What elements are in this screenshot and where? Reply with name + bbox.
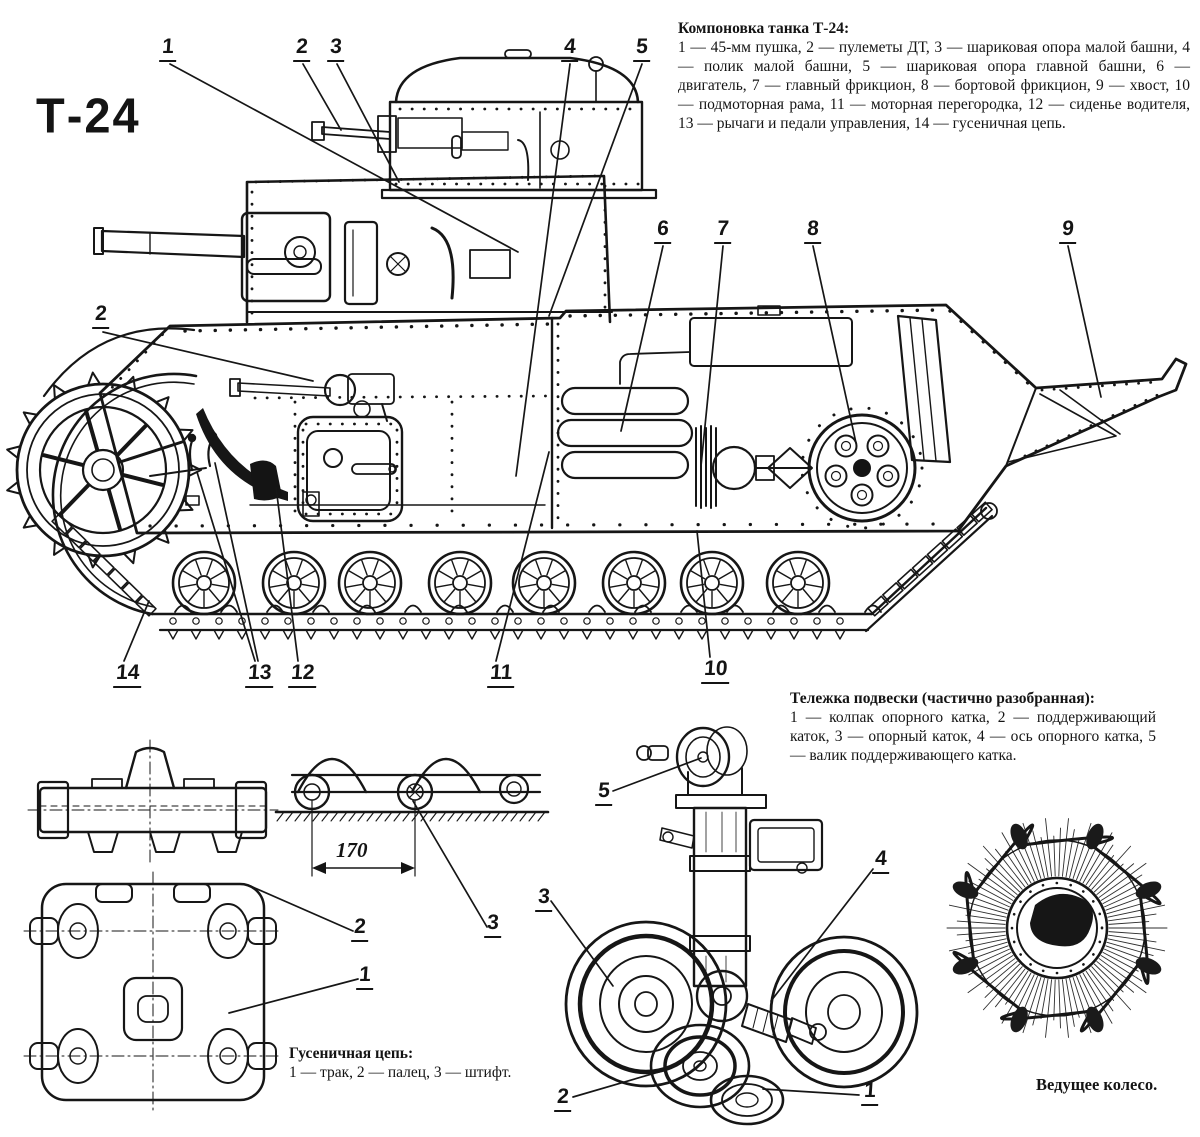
callout-main-6: 6 [654, 217, 673, 244]
callout-main-9: 9 [1059, 217, 1078, 244]
bogie-legend-body: 1 — колпак опорного катка, 2 — поддержив… [790, 708, 1156, 764]
callout-bogie-5: 5 [595, 779, 614, 806]
side-clutch [800, 406, 924, 530]
leader-lines [102, 63, 1102, 1098]
callout-main-12: 12 [288, 661, 319, 688]
callout-main-1: 1 [159, 35, 178, 62]
callout-track-1: 1 [356, 963, 375, 990]
callout-main-11: 11 [487, 661, 517, 688]
drive-wheel-3d [946, 818, 1168, 1038]
hull-mg [229, 373, 395, 422]
track-legend: Гусеничная цепь: 1 — трак, 2 — палец, 3 … [289, 1045, 532, 1083]
suspension-bogie [564, 726, 919, 1126]
callout-track-3: 3 [484, 911, 503, 938]
callout-main-2: 2 [293, 35, 312, 62]
callout-main-7: 7 [714, 217, 733, 244]
control-levers [185, 431, 546, 506]
layout-legend-title: Компоновка танка Т-24: [678, 20, 850, 37]
side-hatch [296, 415, 404, 523]
bogie-legend: Тележка подвески (частично разобранная):… [790, 690, 1156, 766]
engine-bulkhead [550, 316, 560, 530]
radiator [896, 314, 952, 464]
callout-bogie-3: 3 [535, 885, 554, 912]
track-legend-body: 1 — трак, 2 — палец, 3 — штифт. [289, 1063, 512, 1081]
track [51, 372, 998, 640]
callout-main-14: 14 [113, 661, 144, 688]
turret-mg [311, 115, 397, 153]
main-clutch [695, 425, 813, 509]
dimension-arrows [311, 799, 416, 877]
track-top-view [23, 871, 283, 1113]
page-title: Т-24 [36, 87, 141, 144]
callout-bogie-4: 4 [872, 847, 891, 874]
callout-main-5: 5 [633, 35, 652, 62]
callout-main-10: 10 [701, 657, 732, 684]
callout-main-13: 13 [245, 661, 276, 688]
callout-bogie-1: 1 [861, 1079, 880, 1106]
tail-skid [1005, 380, 1164, 467]
bogie-legend-title: Тележка подвески (частично разобранная): [790, 690, 1095, 707]
road-wheels [171, 550, 831, 616]
layout-legend-body: 1 — 45-мм пушка, 2 — пулеметы ДТ, 3 — ша… [678, 38, 1190, 132]
track-legend-title: Гусеничная цепь: [289, 1045, 414, 1062]
small-turret [380, 49, 658, 200]
callout-track-2: 2 [351, 915, 370, 942]
callout-main-4: 4 [561, 35, 580, 62]
engine [556, 305, 853, 480]
callout-bogie-2: 2 [554, 1085, 573, 1112]
track-pitch-dimension: 170 [336, 838, 368, 862]
tank-side-view [6, 49, 1188, 640]
drive-wheel-caption: Ведущее колесо. [1036, 1075, 1158, 1094]
layout-legend: Компоновка танка Т-24: 1 — 45-мм пушка, … [678, 20, 1190, 133]
main-gun [93, 211, 332, 303]
track-end-view [27, 739, 279, 863]
callout-main-8: 8 [804, 217, 823, 244]
callout-main-2: 2 [92, 302, 111, 329]
callout-main-3: 3 [327, 35, 346, 62]
driver-seat [250, 460, 282, 501]
idler-wheel [6, 371, 207, 569]
